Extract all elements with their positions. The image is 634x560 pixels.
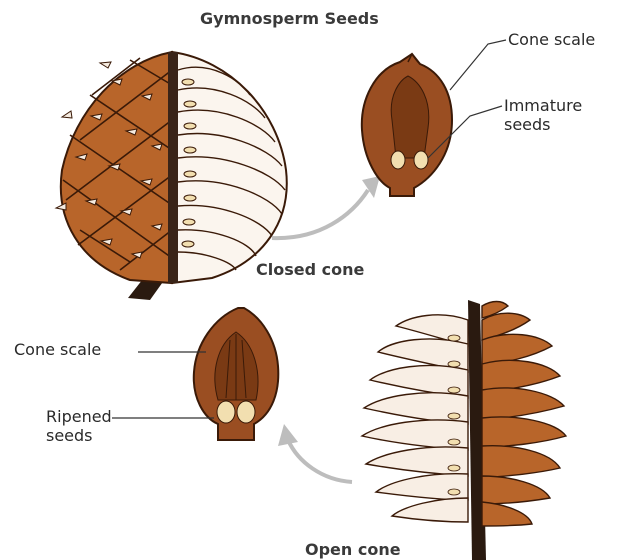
closed-cone-section-half bbox=[172, 52, 287, 283]
closed-cone bbox=[56, 52, 287, 300]
label-cone-scale-closed: Cone scale bbox=[508, 30, 595, 49]
immature-cone-scale bbox=[362, 54, 452, 196]
arrow-to-ripened-scale bbox=[278, 424, 352, 482]
ripened-cone-scale bbox=[194, 308, 279, 440]
label-immature-seeds: Immature seeds bbox=[504, 96, 582, 134]
label-closed-cone: Closed cone bbox=[256, 260, 364, 279]
diagram-title: Gymnosperm Seeds bbox=[200, 9, 379, 28]
open-cone-brown-scales bbox=[482, 302, 566, 527]
label-ripened-seeds: Ripened seeds bbox=[46, 407, 112, 445]
label-cone-scale-open: Cone scale bbox=[14, 340, 101, 359]
label-open-cone: Open cone bbox=[305, 540, 401, 559]
closed-cone-axis bbox=[168, 52, 178, 283]
arrow-to-immature-scale bbox=[272, 176, 380, 238]
open-cone bbox=[362, 300, 566, 560]
